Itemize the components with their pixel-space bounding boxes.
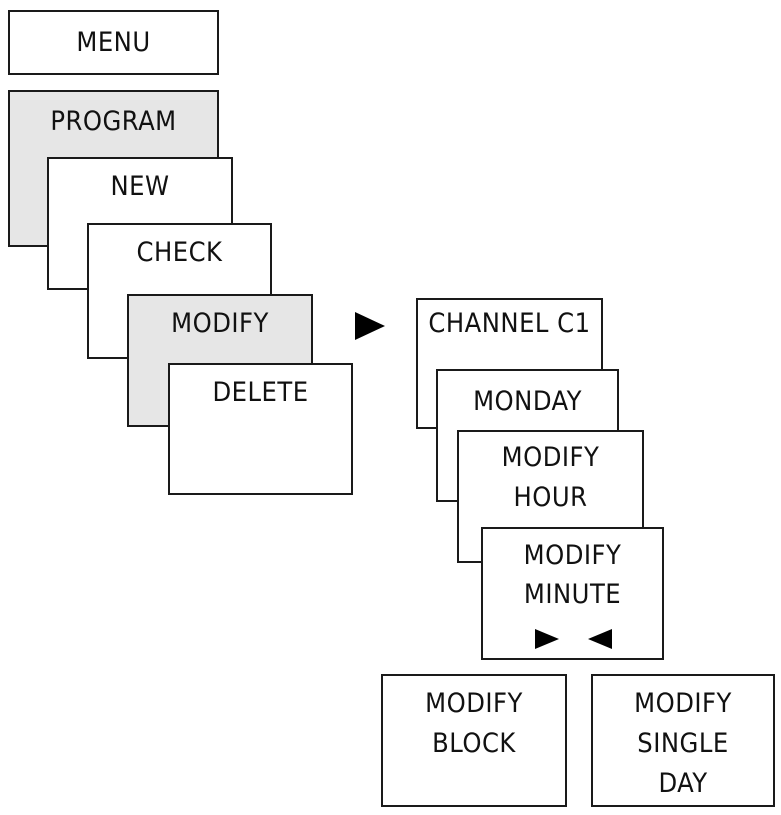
arrow-right-icon [355, 312, 385, 340]
arrow-right-small-icon [535, 629, 559, 649]
modify-block-line1: MODIFY [425, 688, 523, 719]
modify-label: MODIFY [171, 308, 269, 339]
modify-single-day-box: MODIFY SINGLE DAY [591, 674, 775, 807]
modify-single-day-line1: MODIFY [634, 688, 732, 719]
new-label: NEW [110, 171, 170, 202]
day-label: MONDAY [473, 386, 582, 417]
modify-hour-line1: MODIFY [501, 442, 600, 473]
modify-minute-line2: MINUTE [523, 579, 622, 610]
check-label: CHECK [136, 237, 223, 268]
modify-hour-line2: HOUR [513, 482, 588, 513]
delete-box: DELETE [168, 363, 353, 495]
menu-box: MENU [8, 10, 219, 75]
arrow-left-small-icon [588, 629, 612, 649]
modify-block-box: MODIFY BLOCK [381, 674, 567, 807]
modify-minute-line1: MODIFY [523, 540, 622, 571]
program-label: PROGRAM [50, 106, 177, 137]
delete-label: DELETE [212, 377, 309, 408]
menu-label: MENU [76, 27, 151, 58]
modify-single-day-line2: SINGLE [637, 728, 729, 759]
modify-minute-box: MODIFY MINUTE [481, 527, 664, 660]
channel-label: CHANNEL C1 [428, 308, 591, 339]
modify-block-line2: BLOCK [432, 728, 516, 759]
modify-single-day-line3: DAY [658, 768, 708, 799]
